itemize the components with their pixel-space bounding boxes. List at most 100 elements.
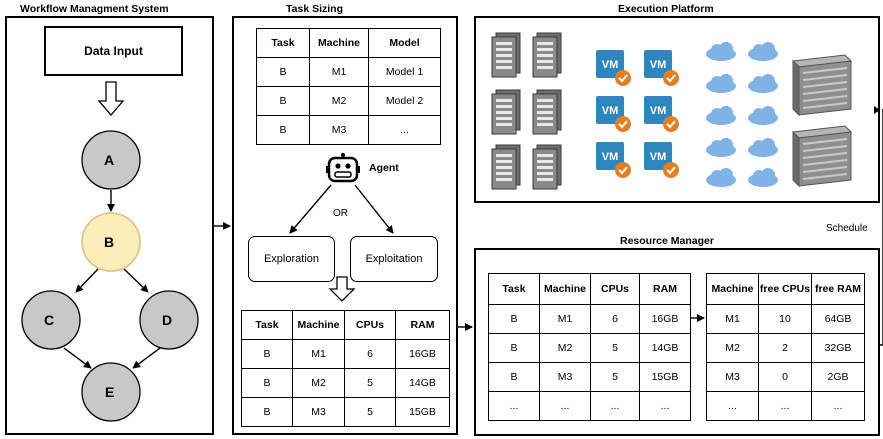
table-cell: ... bbox=[811, 391, 865, 421]
node-b-label: B bbox=[104, 234, 115, 250]
cloud-icon bbox=[748, 138, 778, 157]
table-cell: Model 2 bbox=[368, 86, 441, 116]
edge-d-e bbox=[132, 347, 161, 369]
resource-manager-title: Resource Manager bbox=[620, 235, 714, 247]
table-cell: B bbox=[256, 86, 310, 116]
exploration-box: Exploration bbox=[248, 236, 335, 282]
table-cell: ... bbox=[539, 391, 591, 421]
edge-b-c bbox=[75, 268, 99, 293]
table-row: M3 0 2GB bbox=[706, 362, 865, 392]
vm-label: VM bbox=[650, 59, 667, 71]
cloud-icon bbox=[706, 42, 736, 61]
vm-label: VM bbox=[602, 105, 619, 117]
table-cell: M1 bbox=[706, 304, 759, 334]
table-cell: B bbox=[488, 362, 540, 392]
table-row: B M3 5 15GB bbox=[241, 397, 450, 427]
cloud-icon bbox=[706, 74, 736, 93]
table-row: B M1 Model 1 bbox=[256, 57, 441, 87]
server-tower-icon bbox=[532, 144, 562, 190]
exploration-label: Exploration bbox=[263, 253, 320, 265]
sizing-table-header: CPUs bbox=[344, 310, 396, 340]
vm-label: VM bbox=[650, 105, 667, 117]
node-b bbox=[81, 212, 141, 272]
allocation-table-header: Task bbox=[488, 273, 540, 305]
table-cell: M1 bbox=[539, 304, 591, 334]
agent-label: Agent bbox=[369, 162, 399, 174]
cloud-icon bbox=[748, 168, 778, 187]
cloud-icon bbox=[748, 42, 778, 61]
vm-label: VM bbox=[602, 59, 619, 71]
vm-icon: VM bbox=[644, 142, 679, 178]
table-row: B M1 6 16GB bbox=[488, 304, 691, 334]
free-table-header: free RAM bbox=[811, 273, 865, 305]
edge-b-d bbox=[123, 268, 149, 293]
table-cell: Model 1 bbox=[368, 57, 441, 87]
table-cell: B bbox=[241, 397, 293, 427]
table-cell: 2GB bbox=[811, 362, 865, 392]
table-cell: B bbox=[488, 304, 540, 334]
table-cell: ... bbox=[488, 391, 540, 421]
free-resources-table: Machine free CPUs free RAM M1 10 64GB M2… bbox=[706, 273, 865, 421]
edge-c-e bbox=[63, 347, 92, 369]
model-table: Task Machine Model B M1 Model 1 B M2 Mod… bbox=[256, 28, 441, 145]
server-tower-icon bbox=[491, 32, 521, 78]
node-a-label: A bbox=[104, 152, 115, 168]
table-cell: 0 bbox=[758, 362, 812, 392]
model-table-header: Task bbox=[256, 28, 310, 58]
edge-agent-exploration bbox=[289, 184, 332, 234]
table-cell: 5 bbox=[344, 397, 396, 427]
free-table-header: Machine bbox=[706, 273, 759, 305]
table-cell: M2 bbox=[539, 333, 591, 363]
table-cell: ... bbox=[368, 115, 441, 145]
vm-icon: VM bbox=[596, 96, 631, 132]
table-cell: 14GB bbox=[639, 333, 691, 363]
storage-rack-icon bbox=[791, 54, 853, 117]
table-cell: B bbox=[256, 57, 310, 87]
check-badge-icon bbox=[615, 116, 631, 132]
exploitation-label: Exploitation bbox=[365, 253, 423, 265]
allocation-table: Task Machine CPUs RAM B M1 6 16GB B M2 5… bbox=[488, 273, 691, 421]
table-cell: M2 bbox=[309, 86, 369, 116]
vm-label: VM bbox=[650, 151, 667, 163]
table-cell: 16GB bbox=[639, 304, 691, 334]
model-table-header: Model bbox=[368, 28, 441, 58]
data-input-box: Data Input bbox=[44, 26, 183, 76]
allocation-table-header: Machine bbox=[539, 273, 591, 305]
node-e bbox=[81, 362, 141, 422]
check-badge-icon bbox=[615, 162, 631, 178]
table-cell: M3 bbox=[309, 115, 369, 145]
allocation-table-header: RAM bbox=[639, 273, 691, 305]
cloud-icon bbox=[706, 106, 736, 125]
node-c-label: C bbox=[44, 312, 55, 328]
table-cell: 5 bbox=[590, 362, 640, 392]
table-cell: M1 bbox=[292, 339, 345, 369]
check-badge-icon bbox=[663, 162, 679, 178]
sizing-table-header: Machine bbox=[292, 310, 345, 340]
execution-platform-title: Execution Platform bbox=[618, 3, 714, 15]
table-cell: 15GB bbox=[639, 362, 691, 392]
table-cell: 15GB bbox=[395, 397, 450, 427]
table-cell: ... bbox=[706, 391, 759, 421]
schedule-feedback-arrowhead bbox=[874, 106, 880, 114]
cloud-icon bbox=[706, 138, 736, 157]
hollow-arrow-data-input bbox=[97, 81, 125, 116]
table-cell: 64GB bbox=[811, 304, 865, 334]
table-cell: M3 bbox=[292, 397, 345, 427]
server-tower-icon bbox=[491, 144, 521, 190]
check-badge-icon bbox=[663, 70, 679, 86]
table-cell: 2 bbox=[758, 333, 812, 363]
hollow-arrow-to-sizing-table bbox=[328, 276, 356, 302]
storage-rack-icon bbox=[791, 125, 853, 188]
robot-icon bbox=[326, 153, 360, 183]
task-sizing-title: Task Sizing bbox=[286, 3, 343, 15]
table-row: ... ... ... ... bbox=[488, 391, 691, 421]
table-cell: M2 bbox=[706, 333, 759, 363]
vm-label: VM bbox=[602, 151, 619, 163]
vm-icon: VM bbox=[644, 50, 679, 86]
node-c bbox=[21, 290, 81, 350]
table-cell: M3 bbox=[539, 362, 591, 392]
table-cell: 5 bbox=[590, 333, 640, 363]
server-tower-icon bbox=[532, 89, 562, 135]
